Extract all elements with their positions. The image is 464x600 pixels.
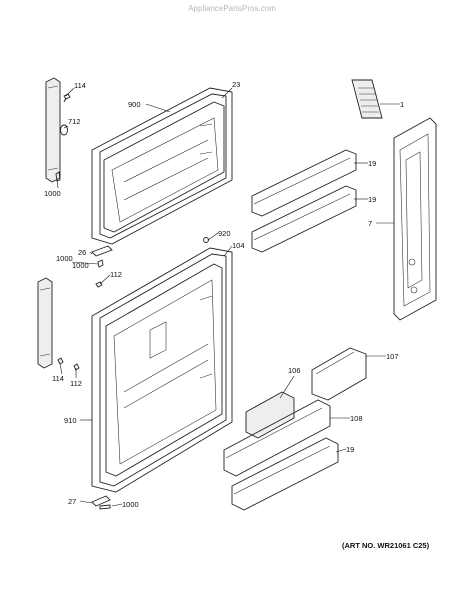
leader-lines: [56, 87, 400, 507]
door-shelf-19-middle[interactable]: [251, 185, 357, 253]
hinge-27[interactable]: [91, 495, 111, 507]
side-panel-7[interactable]: [393, 117, 437, 321]
callout-900: 900: [128, 100, 141, 109]
door-shelf-19-upper[interactable]: [251, 149, 357, 217]
callout-910: 910: [64, 416, 77, 425]
fresh-food-door-910[interactable]: [91, 247, 233, 493]
hinge-26[interactable]: [91, 245, 113, 257]
watermark: AppliancePartsPros.com: [188, 4, 276, 13]
callout-108: 108: [350, 414, 363, 423]
callout-1000-top: 1000: [44, 189, 61, 198]
callout-1: 1: [400, 100, 404, 109]
callout-7: 7: [368, 219, 372, 228]
art-number: (ART NO. WR21061 C25): [342, 541, 430, 550]
label-card-1[interactable]: [351, 79, 383, 119]
screw-114-top[interactable]: [63, 93, 71, 103]
callout-114-top: 114: [74, 81, 86, 90]
callout-1000-bottom: 1000: [122, 500, 139, 509]
freezer-handle[interactable]: [45, 77, 61, 183]
callout-107: 107: [386, 352, 399, 361]
callout-23: 23: [232, 80, 240, 89]
callout-1000-mid: 1000: [72, 261, 89, 270]
screw-1000-top[interactable]: [55, 171, 61, 182]
callout-712: 712: [68, 117, 81, 126]
callout-112-bottom: 112: [70, 379, 82, 388]
screw-1000-bottom[interactable]: [99, 504, 111, 510]
door-bin-107[interactable]: [311, 347, 367, 401]
fresh-food-handle[interactable]: [37, 277, 53, 369]
door-bin-108[interactable]: [223, 399, 331, 477]
callout-106: 106: [288, 366, 301, 375]
callout-1000-left: 1000: [56, 254, 73, 263]
callout-104: 104: [232, 241, 245, 250]
callout-920: 920: [218, 229, 231, 238]
door-shelf-19-bottom[interactable]: [231, 437, 339, 511]
screw-112-bottom[interactable]: [73, 363, 80, 371]
fresh-food-door-gasket-104[interactable]: [105, 263, 223, 477]
cap-712[interactable]: [60, 124, 68, 136]
callout-19-bottom: 19: [346, 445, 354, 454]
freezer-door-gasket-23[interactable]: [103, 101, 225, 233]
freezer-door-900[interactable]: [91, 87, 233, 245]
dairy-cover-106[interactable]: [245, 391, 295, 439]
callout-26: 26: [78, 248, 86, 257]
screw-920[interactable]: [203, 237, 209, 243]
callout-labels: 114 712 1000 900 23 1 19 19 7 920 104 26…: [44, 80, 404, 509]
screw-112-top[interactable]: [95, 281, 103, 288]
callout-112-top: 112: [110, 270, 122, 279]
callout-19-middle: 19: [368, 195, 376, 204]
callout-114-bottom: 114: [52, 374, 64, 383]
screw-1000-mid[interactable]: [97, 259, 104, 268]
callout-27: 27: [68, 497, 76, 506]
screw-114-bottom[interactable]: [57, 357, 64, 365]
callout-19-upper: 19: [368, 159, 376, 168]
